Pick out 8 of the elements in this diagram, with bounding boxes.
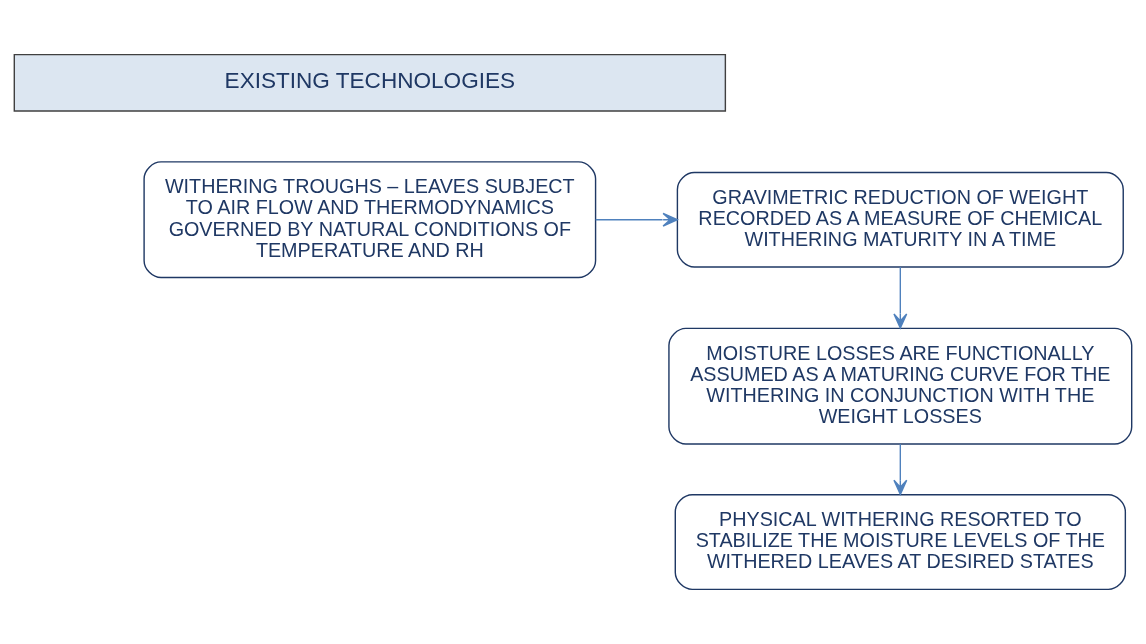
node-box: PHYSICAL WITHERING RESORTED TO STABILIZE THE MOISTURE LEVELS OF THE WITHERED LEAVES AT DESIRED STATES <box>674 494 1127 591</box>
arrow <box>893 443 908 496</box>
node-box: WITHERING TROUGHS – LEAVES SUBJECT TO AIR FLOW AND THERMODYNAMICS GOVERNED BY NATURAL CONDITIONS OF TEMPERATURE AND RH <box>143 161 597 279</box>
node-box: MOISTURE LOSSES ARE FUNCTIONALLY ASSUMED AS A MATURING CURVE FOR THE WITHERING IN CONJUNCTION WITH THE WEIGHT LOSSES <box>668 327 1133 445</box>
node-box: GRAVIMETRIC REDUCTION OF WEIGHT RECORDED AS A MEASURE OF CHEMICAL WITHERING MATURITY IN A TIME <box>676 171 1124 268</box>
arrow <box>595 212 678 227</box>
arrow <box>893 266 908 329</box>
node-box: EXISTING TECHNOLOGIES <box>13 53 727 112</box>
